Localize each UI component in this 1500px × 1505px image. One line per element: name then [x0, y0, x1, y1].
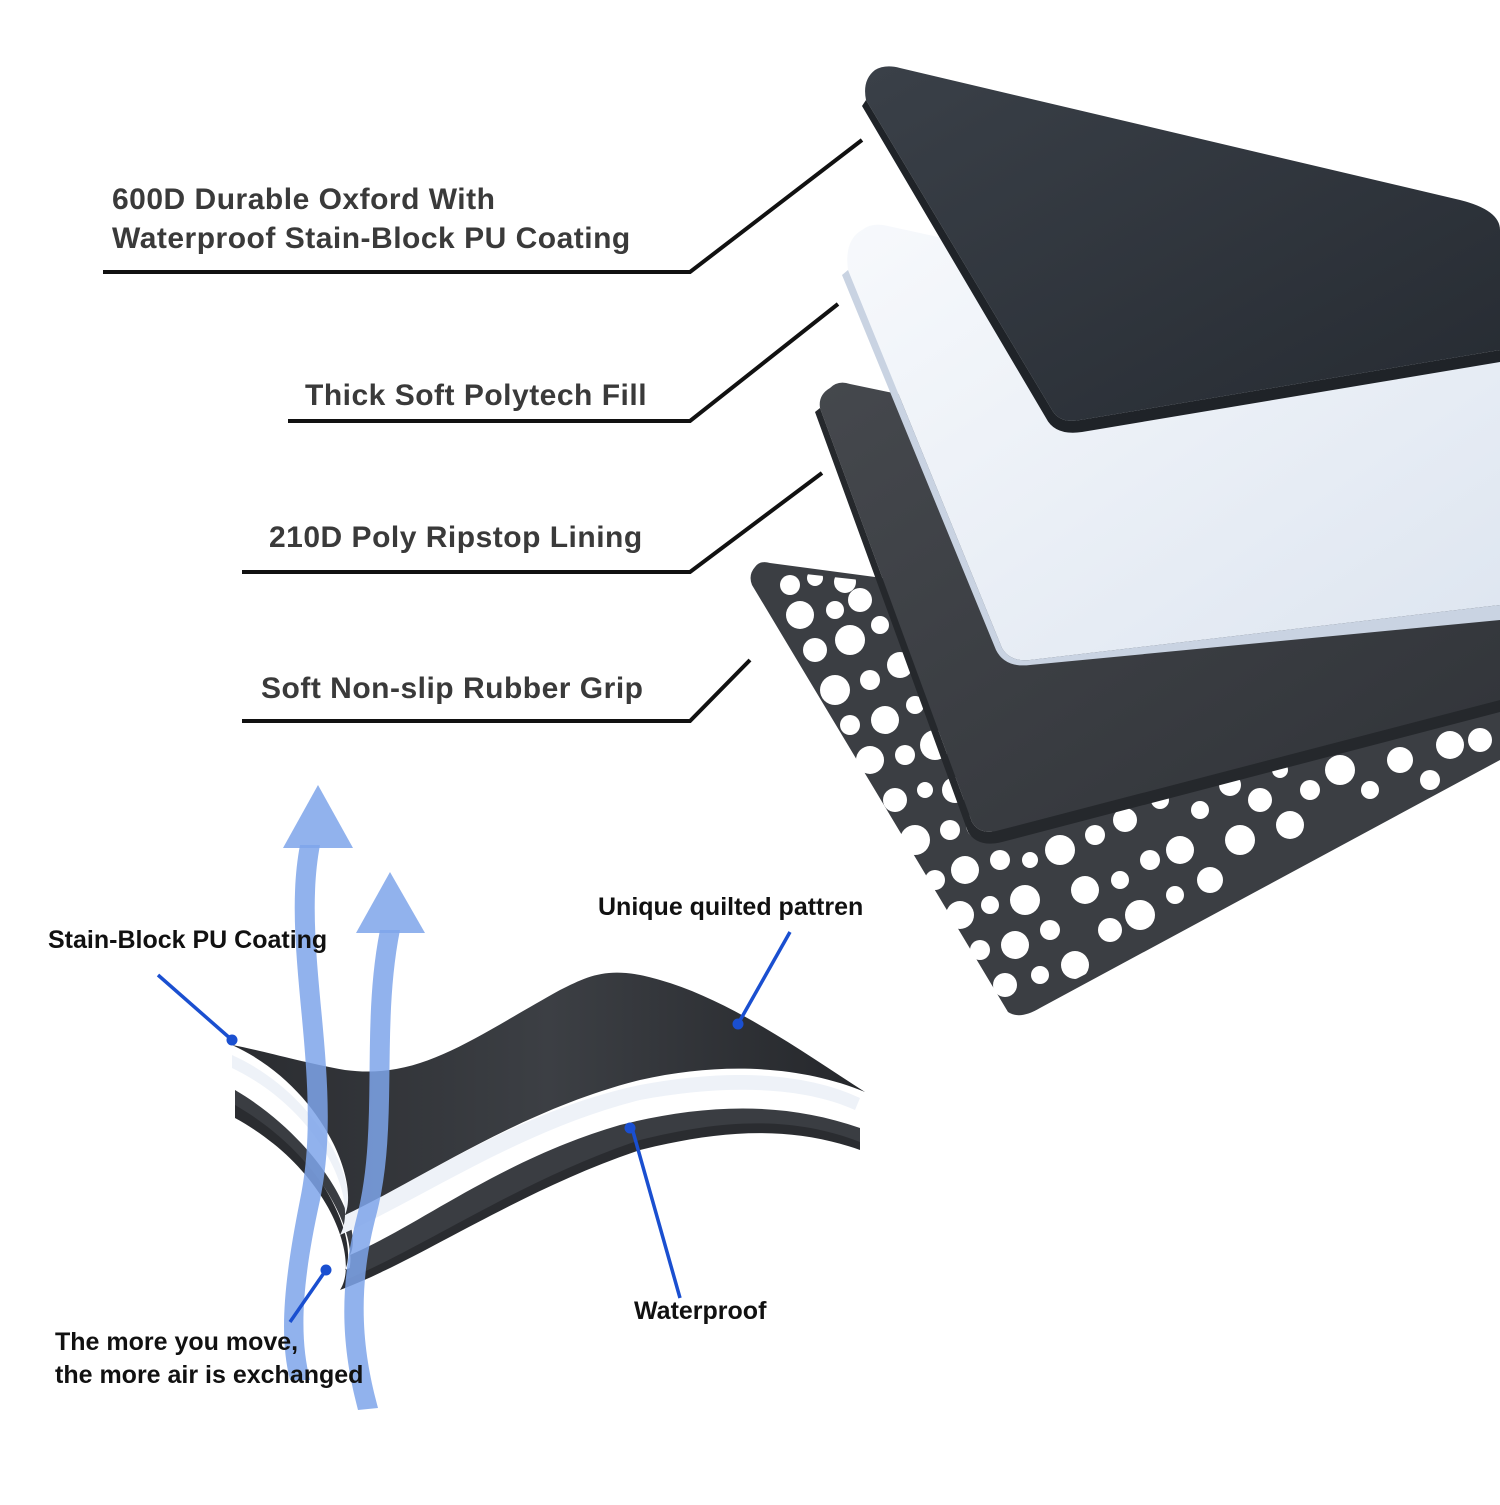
leader-lines	[103, 138, 864, 723]
oxford-top-layer	[862, 66, 1500, 433]
layer-label-rubber: Soft Non-slip Rubber Grip	[261, 672, 644, 705]
callout-line-waterproof	[630, 1127, 682, 1299]
callout-dots	[226, 1018, 744, 1276]
layer-label-oxford-line1: 600D Durable Oxford With	[112, 183, 496, 216]
layer-label-oxford: 600D Durable Oxford With Waterproof Stai…	[112, 180, 631, 258]
callout-label-quilted: Unique quilted pattren	[598, 893, 864, 921]
leader-line-polytech	[288, 302, 840, 423]
callout-label-air-exchange: The more you move, the more air is excha…	[55, 1326, 363, 1391]
callout-dot-icon	[624, 1122, 636, 1134]
air-flow-arrow-icon	[284, 845, 328, 1380]
air-flow-arrow-icon	[356, 872, 425, 933]
callout-line-quilted	[736, 931, 792, 1025]
callout-lines	[156, 931, 792, 1323]
callout-line-air	[288, 1269, 328, 1323]
leader-line-ripstop	[242, 471, 824, 574]
layer-label-oxford-line2: Waterproof Stain-Block PU Coating	[112, 222, 631, 255]
callout-dot-icon	[226, 1034, 238, 1046]
callout-label-waterproof: Waterproof	[634, 1297, 767, 1325]
callout-dot-icon	[320, 1264, 332, 1276]
callout-label-air-line1: The more you move,	[55, 1328, 299, 1356]
air-flow-arrow-icon	[344, 930, 400, 1410]
air-flow-arrow-icon	[283, 785, 353, 848]
callout-line-stain	[156, 973, 234, 1042]
layer-label-polytech: Thick Soft Polytech Fill	[305, 379, 648, 412]
leader-line-rubber	[242, 658, 752, 723]
callout-label-stain-block: Stain-Block PU Coating	[48, 926, 328, 954]
air-flow-arrows	[283, 785, 425, 1410]
callout-label-air-line2: the more air is exchanged	[55, 1360, 364, 1389]
wave-sample	[232, 972, 865, 1290]
callout-dot-icon	[732, 1018, 744, 1030]
leader-line-oxford	[103, 138, 864, 274]
layer-label-ripstop: 210D Poly Ripstop Lining	[269, 521, 643, 554]
